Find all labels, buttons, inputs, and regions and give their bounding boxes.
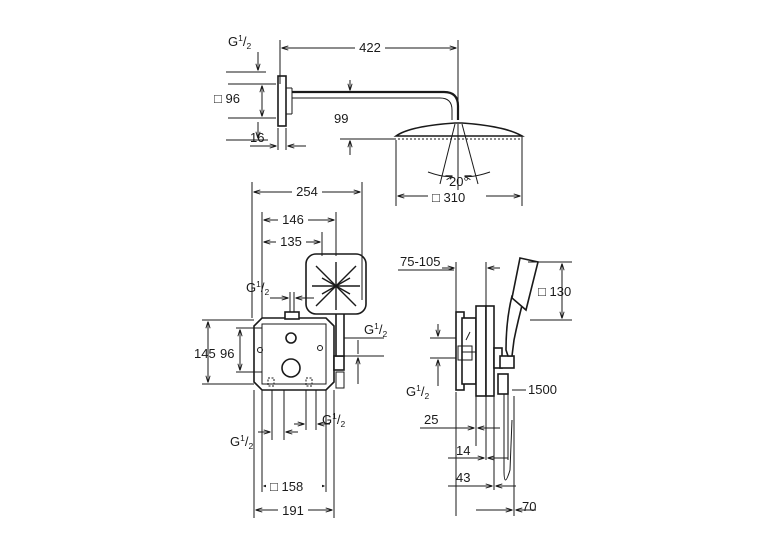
- concealed-box: [253, 317, 335, 391]
- dim-install-depth: 75-105: [400, 254, 440, 269]
- dim-side-25: 25: [424, 412, 438, 427]
- front-view: [253, 253, 367, 391]
- dim-box-height: 145: [194, 346, 216, 361]
- hose: [503, 394, 513, 481]
- dim-handshower-square: □ 130: [538, 284, 571, 299]
- handshower-nozzles: [312, 262, 360, 310]
- dim-side-43: 43: [456, 470, 470, 485]
- handshower-handle: [505, 295, 526, 357]
- dim-arm-drop: 99: [334, 111, 348, 126]
- handshower-profile: [511, 257, 539, 312]
- wall-flange: [277, 75, 287, 127]
- dim-handshower-135: 135: [280, 234, 302, 249]
- shower-arm: [292, 90, 460, 120]
- dim-flange-depth: 16: [250, 130, 264, 145]
- shower-arm-view: [277, 75, 525, 190]
- dim-hose-length: 1500: [528, 382, 557, 397]
- label-connection-bottom-right: G1/2: [322, 411, 345, 429]
- dim-plate-width: 191: [282, 503, 304, 518]
- label-connection-bottom-left: G1/2: [230, 433, 253, 451]
- dim-handshower-146: 146: [282, 212, 304, 227]
- dim-box-inner-height: 96: [220, 346, 234, 361]
- label-connection-side: G1/2: [406, 383, 429, 401]
- top-inlet: [284, 311, 300, 320]
- dim-plate-square: □ 158: [270, 479, 303, 494]
- side-dimensions: 75-105 □ 130 G1/2 1500 25 14: [398, 254, 572, 516]
- dim-side-14: 14: [456, 443, 470, 458]
- dim-head-square: □ 310: [432, 190, 465, 205]
- dim-side-70: 70: [522, 499, 536, 514]
- shower-head: [393, 122, 525, 137]
- dim-box-width-total: 254: [296, 184, 318, 199]
- label-connection-right: G1/2: [364, 321, 387, 339]
- dim-flange-square: □ 96: [214, 91, 240, 106]
- hose-outlet: [499, 355, 515, 369]
- label-connection-top: G1/2: [228, 33, 251, 51]
- side-view: [455, 257, 539, 481]
- front-dimensions: 254 146 135 G1/2 G1/2 145 96 G1/2: [194, 182, 387, 518]
- dim-arm-length: 422: [359, 40, 381, 55]
- top-dimensions: 422 G1/2 □ 96 16 99 20° □ 310: [214, 33, 523, 206]
- valve-bottom: [281, 358, 301, 378]
- dim-tilt-angle: 20°: [449, 174, 469, 189]
- valve-top: [285, 332, 297, 344]
- wall-plate: [475, 305, 487, 397]
- side-outlet: [333, 355, 345, 371]
- label-connection-left: G1/2: [246, 279, 269, 297]
